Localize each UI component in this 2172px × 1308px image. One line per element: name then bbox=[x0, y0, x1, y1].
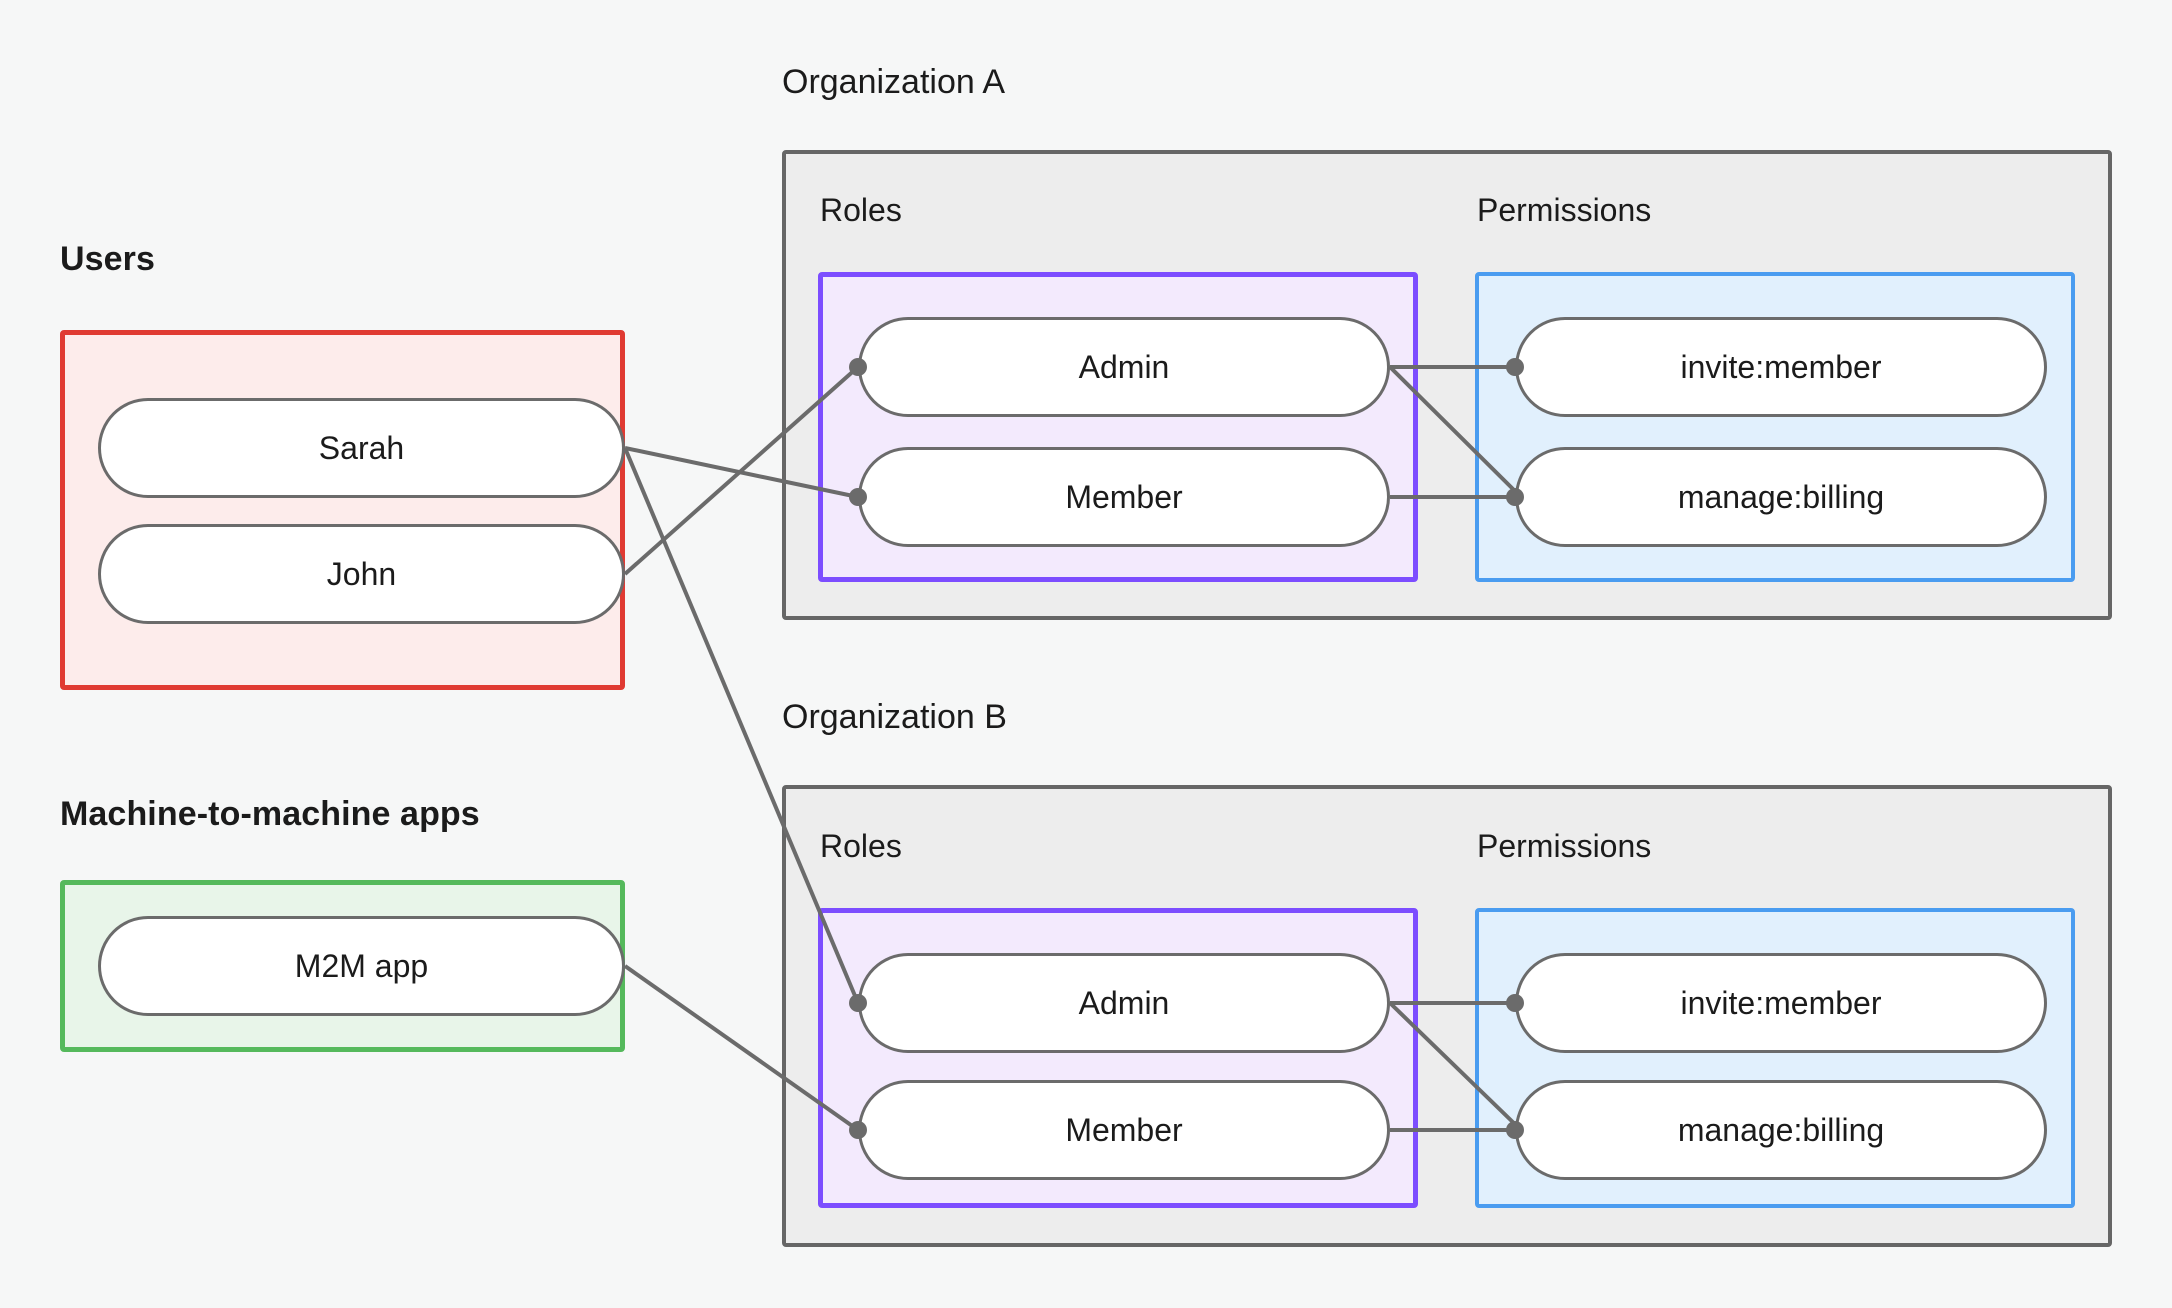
organization-b-role-admin[interactable]: Admin bbox=[858, 953, 1390, 1053]
port-dot bbox=[1506, 358, 1524, 376]
users-container bbox=[60, 330, 625, 690]
port-dot bbox=[849, 994, 867, 1012]
port-dot bbox=[1506, 994, 1524, 1012]
organization-b-permission-manage-billing[interactable]: manage:billing bbox=[1515, 1080, 2047, 1180]
port-dot bbox=[1506, 1121, 1524, 1139]
port-dot bbox=[849, 1121, 867, 1139]
m2m-group-label: Machine-to-machine apps bbox=[60, 795, 480, 833]
organization-b-permissions-label: Permissions bbox=[1477, 828, 1652, 864]
organization-a-label: Organization A bbox=[782, 63, 1006, 101]
port-dot bbox=[1506, 488, 1524, 506]
user-node-john[interactable]: John bbox=[98, 524, 625, 624]
port-dot bbox=[849, 488, 867, 506]
users-group-label: Users bbox=[60, 240, 156, 278]
port-dot bbox=[849, 358, 867, 376]
organization-a-permission-invite-member[interactable]: invite:member bbox=[1515, 317, 2047, 417]
m2m-node-app[interactable]: M2M app bbox=[98, 916, 625, 1016]
organization-b-label: Organization B bbox=[782, 698, 1007, 736]
organization-a-permissions-label: Permissions bbox=[1477, 192, 1652, 228]
organization-b-permission-invite-member[interactable]: invite:member bbox=[1515, 953, 2047, 1053]
organization-a-role-member[interactable]: Member bbox=[858, 447, 1390, 547]
organization-a-permission-manage-billing[interactable]: manage:billing bbox=[1515, 447, 2047, 547]
organization-b-role-member[interactable]: Member bbox=[858, 1080, 1390, 1180]
organization-a-roles-label: Roles bbox=[820, 192, 902, 228]
user-node-sarah[interactable]: Sarah bbox=[98, 398, 625, 498]
organization-b-roles-label: Roles bbox=[820, 828, 902, 864]
organization-a-role-admin[interactable]: Admin bbox=[858, 317, 1390, 417]
